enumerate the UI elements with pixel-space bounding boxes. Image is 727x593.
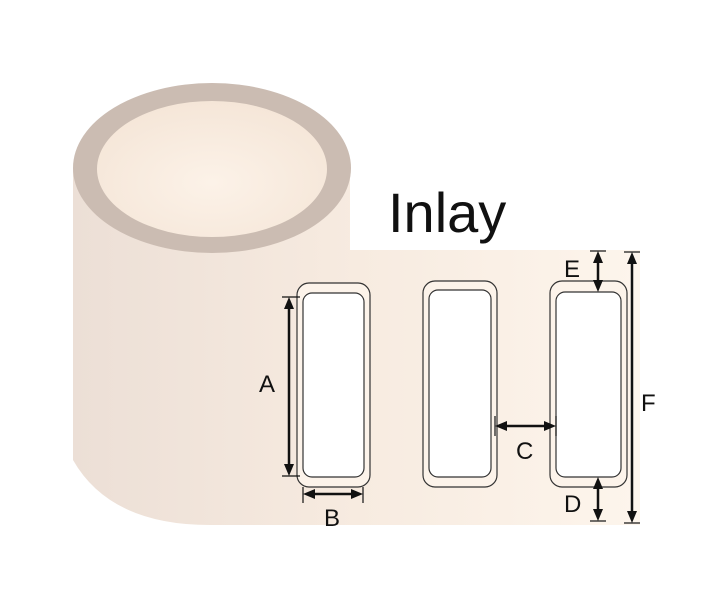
dimension-a-label: A bbox=[259, 371, 275, 398]
inlay-label-3 bbox=[555, 291, 622, 478]
dimension-c-arrow bbox=[494, 416, 557, 436]
dimension-d-arrow bbox=[590, 477, 606, 522]
diagram-title: Inlay bbox=[388, 181, 506, 244]
roll-core bbox=[97, 101, 327, 237]
dimension-e-arrow bbox=[590, 250, 606, 292]
dimension-a-arrow bbox=[282, 296, 300, 477]
dimension-b-arrow bbox=[302, 487, 364, 503]
dimension-f-label: F bbox=[641, 390, 656, 417]
dimension-e-label: E bbox=[564, 256, 580, 283]
dimension-b-label: B bbox=[324, 505, 340, 532]
dimension-d-label: D bbox=[564, 491, 581, 518]
inlay-label-1 bbox=[302, 292, 365, 478]
dimension-f-arrow bbox=[624, 251, 640, 524]
inlay-label-2 bbox=[428, 289, 492, 478]
dimension-c-label: C bbox=[516, 438, 533, 465]
